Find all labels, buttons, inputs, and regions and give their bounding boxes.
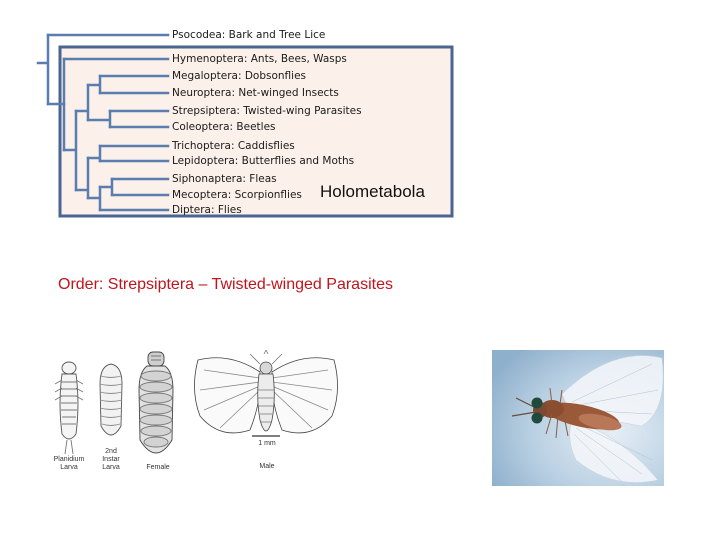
caption-male: Male — [259, 463, 275, 470]
specimen-photo-image — [492, 350, 664, 486]
taxon-lepidoptera: Lepidoptera: Butterflies and Moths — [172, 155, 355, 167]
second-instar-larva-drawing — [99, 363, 123, 436]
caption-second-instar-larva: 2nd Instar Larva — [102, 448, 120, 471]
phylogeny-tree — [36, 33, 454, 218]
taxon-trichoptera: Trichoptera: Caddisflies — [172, 140, 295, 152]
female-drawing — [138, 351, 174, 454]
taxon-mecoptera: Mecoptera: Scorpionflies — [172, 189, 302, 201]
planidium-larva-drawing — [54, 361, 84, 455]
male-drawing — [194, 350, 338, 437]
specimen-photo — [492, 350, 664, 486]
taxon-siphonaptera: Siphonaptera: Fleas — [172, 173, 277, 185]
taxon-strepsiptera: Strepsiptera: Twisted-wing Parasites — [172, 105, 362, 117]
caption-planidium-larva: Planidium Larva — [53, 456, 85, 471]
caption-female: Female — [146, 464, 170, 471]
root-branch — [36, 33, 50, 106]
taxon-hymenoptera: Hymenoptera: Ants, Bees, Wasps — [172, 53, 347, 65]
taxon-coleoptera: Coleoptera: Beetles — [172, 121, 276, 133]
taxon-neuroptera: Neuroptera: Net-winged Insects — [172, 87, 339, 99]
taxon-diptera: Diptera: Flies — [172, 204, 242, 216]
clade-label-holometabola: Holometabola — [320, 182, 425, 201]
taxon-psocodea: Psocodea: Bark and Tree Lice — [172, 29, 326, 41]
taxon-megaloptera: Megaloptera: Dobsonflies — [172, 70, 307, 82]
caption-scale-bar: 1 mm — [258, 440, 276, 447]
order-title: Order: Strepsiptera – Twisted-winged Par… — [58, 276, 393, 293]
